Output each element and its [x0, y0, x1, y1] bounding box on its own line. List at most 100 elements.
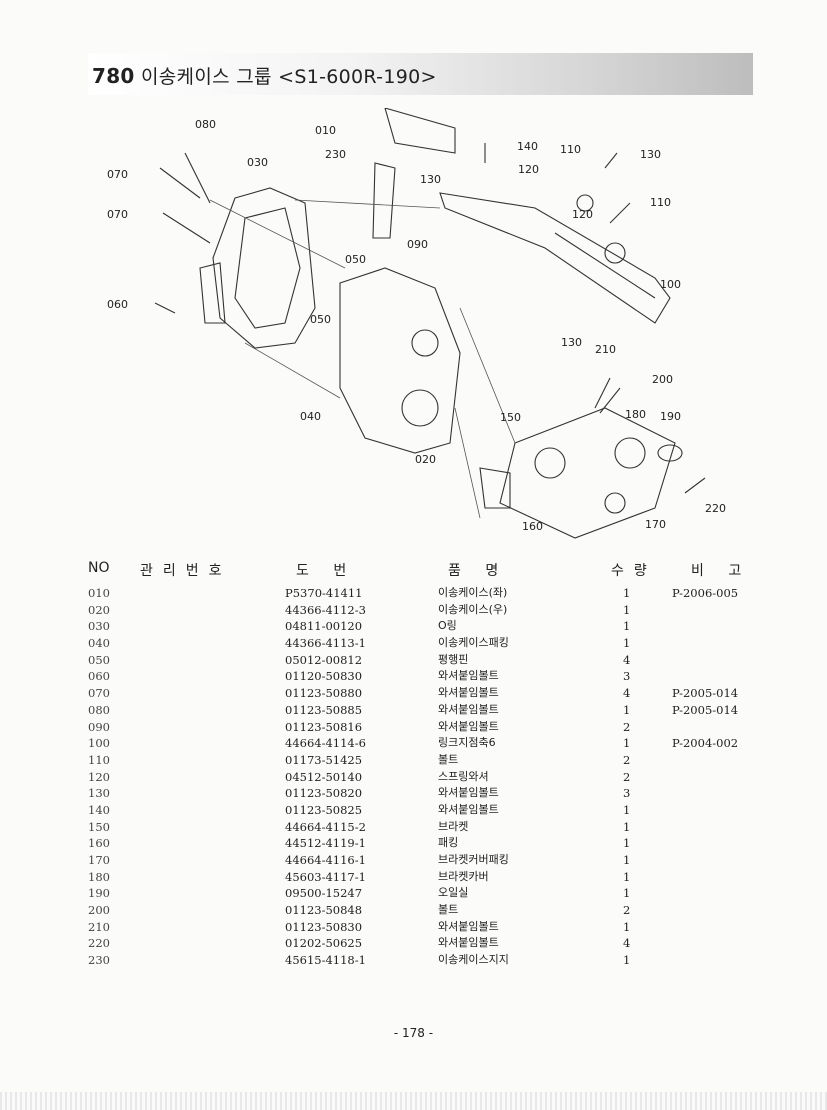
part-no: 080	[88, 702, 110, 717]
part-name: 스프링와셔	[438, 769, 489, 783]
quantity: 1	[623, 919, 631, 934]
part-no: 180	[88, 869, 110, 884]
parts-diagram-svg: 080 010 030 230 070 070 060 050 050 040 …	[107, 107, 726, 539]
quantity: 2	[623, 903, 631, 918]
part-no: 090	[88, 719, 110, 734]
svg-text:030: 030	[247, 156, 268, 169]
part-name: 와셔붙임볼트	[438, 669, 499, 683]
part-name: 와셔붙임볼트	[438, 702, 499, 716]
svg-text:070: 070	[107, 168, 128, 181]
svg-text:220: 220	[705, 502, 726, 515]
remark: P-2004-002	[672, 736, 739, 751]
part-no: 210	[88, 919, 110, 934]
table-header: NO 관리번호 도 번 품 명 수량 비 고	[88, 560, 768, 582]
part-name: 이송케이스(좌)	[438, 586, 508, 599]
header-qty: 수량	[611, 563, 657, 579]
quantity: 1	[623, 869, 631, 884]
quantity: 1	[623, 602, 631, 617]
part-number: 01123-50830	[285, 919, 363, 934]
quantity: 1	[623, 586, 631, 600]
svg-text:110: 110	[560, 143, 581, 156]
part-name: 와셔붙임볼트	[438, 936, 499, 950]
quantity: 1	[623, 702, 631, 717]
part-number: 05012-00812	[285, 652, 363, 667]
part-number: 09500-15247	[285, 886, 363, 901]
svg-text:080: 080	[195, 118, 216, 131]
part-number: 44664-4116-1	[285, 853, 366, 867]
quantity: 1	[623, 636, 631, 651]
svg-text:020: 020	[415, 453, 436, 466]
scan-edge	[0, 1092, 827, 1110]
quantity: 1	[623, 619, 631, 634]
quantity: 1	[623, 819, 631, 834]
remark: P-2006-005	[672, 586, 739, 600]
quantity: 3	[623, 786, 631, 801]
group-number: 780	[92, 64, 135, 88]
page-number: - 178 -	[393, 1026, 434, 1040]
part-name: 볼트	[438, 752, 459, 766]
part-name: 브라켓카버	[438, 869, 489, 883]
quantity: 1	[623, 736, 631, 751]
part-no: 160	[88, 836, 110, 851]
svg-text:170: 170	[645, 518, 666, 531]
part-no: 070	[88, 686, 110, 701]
svg-text:120: 120	[518, 163, 539, 176]
part-no: 020	[88, 602, 110, 617]
quantity: 1	[623, 853, 631, 867]
part-no: 040	[88, 636, 110, 651]
svg-text:200: 200	[652, 373, 673, 386]
svg-text:130: 130	[420, 173, 441, 186]
svg-text:210: 210	[595, 343, 616, 356]
part-name: 평행핀	[438, 652, 469, 666]
part-number: 01123-50885	[285, 702, 363, 717]
svg-text:130: 130	[640, 148, 661, 161]
part-number: 01123-50825	[285, 802, 363, 817]
part-name: 패킹	[438, 836, 459, 850]
part-number: 01120-50830	[285, 669, 363, 684]
exploded-parts-diagram: 080 010 030 230 070 070 060 050 050 040 …	[95, 107, 760, 548]
part-no: 030	[88, 619, 110, 634]
part-number: 45603-4117-1	[285, 869, 366, 884]
svg-text:150: 150	[500, 411, 521, 424]
page-title: 780 이송케이스 그룹 <S1-600R-190>	[92, 62, 437, 89]
part-number: 45615-4118-1	[285, 953, 366, 968]
svg-text:190: 190	[660, 410, 681, 423]
header-mgmt: 관리번호	[140, 563, 232, 579]
svg-text:110: 110	[650, 196, 671, 209]
part-name: 오일실	[438, 886, 469, 900]
part-no: 220	[88, 936, 110, 951]
part-number: 04512-50140	[285, 769, 363, 784]
part-number: P5370-41411	[285, 586, 363, 600]
part-number: 01173-51425	[285, 752, 363, 767]
svg-text:050: 050	[310, 313, 331, 326]
part-no: 010	[88, 586, 110, 600]
svg-text:070: 070	[107, 208, 128, 221]
part-no: 140	[88, 802, 110, 817]
title-band	[88, 53, 753, 95]
quantity: 4	[623, 936, 631, 951]
part-name: 이송케이스패킹	[438, 636, 509, 650]
part-number: 01123-50880	[285, 686, 363, 701]
quantity: 2	[623, 752, 631, 767]
part-name: 와셔붙임볼트	[438, 686, 499, 700]
svg-text:060: 060	[107, 298, 128, 311]
svg-text:160: 160	[522, 520, 543, 533]
quantity: 1	[623, 836, 631, 851]
svg-text:100: 100	[660, 278, 681, 291]
quantity: 2	[623, 719, 631, 734]
